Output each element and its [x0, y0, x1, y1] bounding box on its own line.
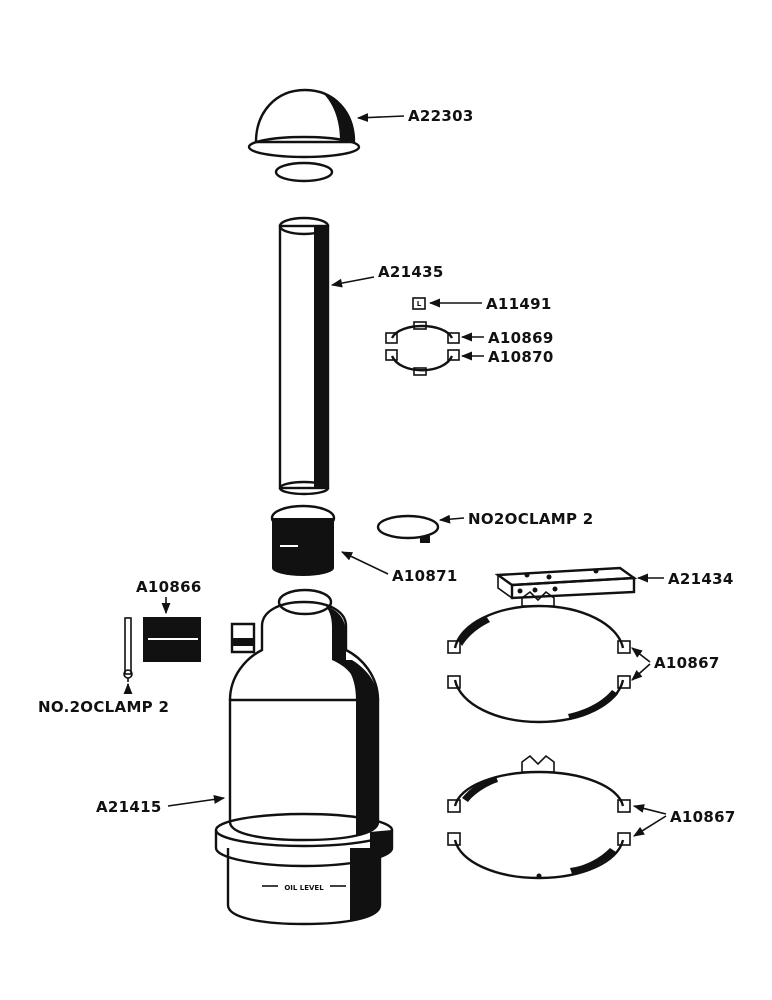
label-cap: A22303 [408, 107, 474, 125]
label-body: A21415 [96, 798, 162, 816]
small-clamp-strap [123, 617, 133, 682]
hose-clamp-ring [376, 514, 440, 543]
rubber-hose [270, 504, 336, 576]
label-clamp-lower: A10870 [488, 348, 554, 366]
dome-cap [247, 88, 361, 183]
label-bracket: A21434 [668, 570, 734, 588]
mounting-band-upper [447, 590, 631, 724]
svg-text:L: L [417, 300, 422, 308]
label-band-lower: A10867 [670, 808, 736, 826]
label-pipe: A21435 [378, 263, 444, 281]
gasket-sheet [143, 617, 201, 662]
label-gasket-clamp: NO.2OCLAMP 2 [38, 698, 169, 716]
label-gasket: A10866 [136, 578, 202, 596]
label-band-upper: A10867 [654, 654, 720, 672]
bolt-part: L [412, 297, 426, 310]
label-hose-clamp: NO2OCLAMP 2 [468, 510, 594, 528]
label-clamp-upper: A10869 [488, 329, 554, 347]
mounting-bracket [494, 566, 638, 600]
pipe-clamp-halves [385, 321, 460, 376]
mounting-band-lower [447, 754, 631, 880]
cleaner-body: OIL LEVEL [214, 588, 394, 926]
label-bolt: A11491 [486, 295, 552, 313]
stack-pipe [278, 216, 330, 496]
leader-lines [123, 113, 667, 837]
oil-level-text: OIL LEVEL [284, 884, 324, 892]
label-hose: A10871 [392, 567, 458, 585]
